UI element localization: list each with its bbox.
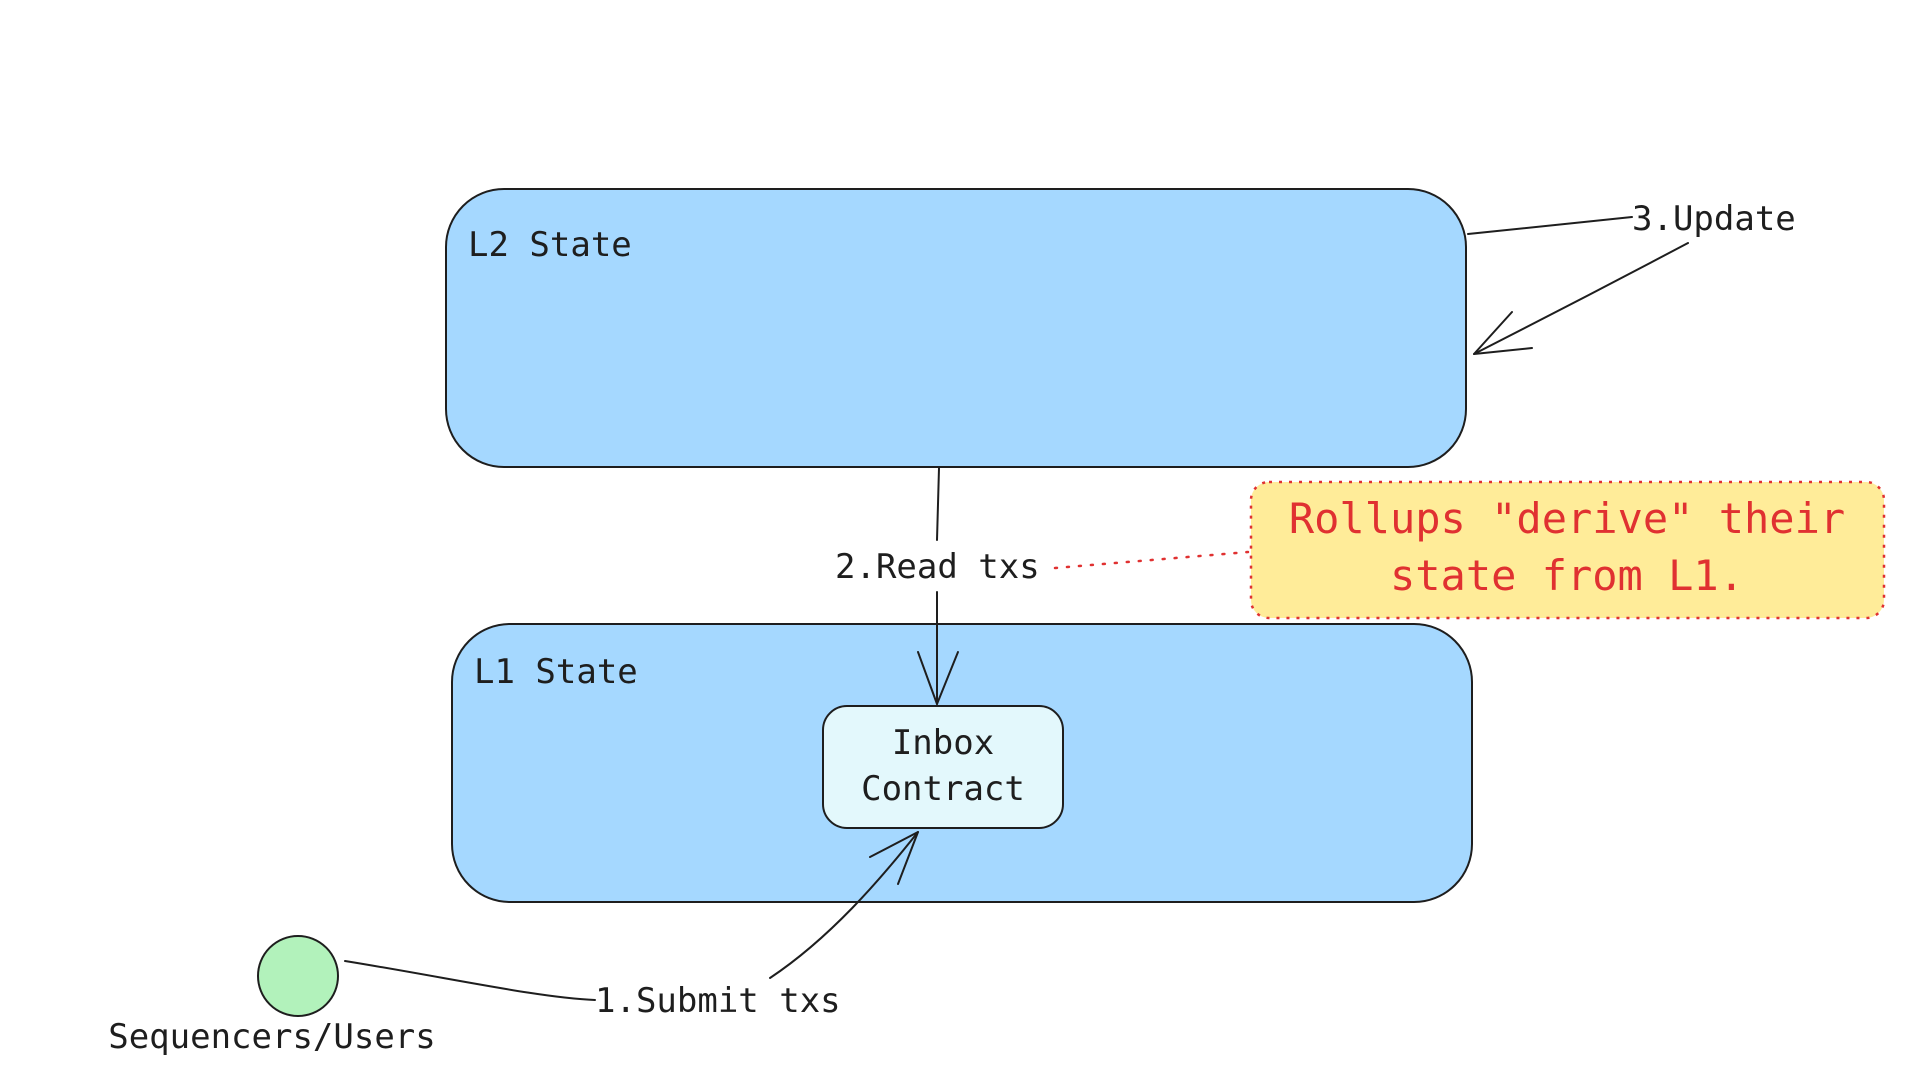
submit-arrow-line (344, 960, 596, 1001)
update-arrow-label: 3.Update (1632, 199, 1796, 239)
update-arrowhead (1473, 311, 1533, 355)
callout-note[interactable]: Rollups "derive" their state from L1. (1249, 480, 1886, 620)
inbox-contract-node[interactable]: Inbox Contract (822, 705, 1064, 829)
inbox-contract-label-line2: Contract (861, 769, 1025, 809)
read-txs-arrow[interactable]: 2.Read txs (835, 467, 1040, 705)
read-arrowhead (917, 651, 959, 705)
note-text-line2: state from L1. (1390, 551, 1744, 600)
sequencers-users-node[interactable]: Sequencers/Users (108, 935, 436, 1057)
l1-state-label: L1 State (474, 652, 638, 692)
update-arrow[interactable]: 3.Update (1467, 199, 1796, 355)
submit-arrow-label: 1.Submit txs (595, 981, 841, 1021)
note-text-line1: Rollups "derive" their (1289, 494, 1845, 543)
note-box (1249, 480, 1886, 620)
actor-circle (257, 935, 339, 1017)
read-arrow-line-top (936, 467, 940, 541)
note-connector (1053, 550, 1250, 570)
update-arrow-out (1467, 216, 1633, 235)
submit-txs-arrow[interactable]: 1.Submit txs (344, 831, 919, 1021)
read-arrow-label: 2.Read txs (835, 547, 1040, 587)
submit-arrow-curve (769, 831, 919, 979)
l2-state-node[interactable]: L2 State (445, 188, 1467, 468)
inbox-contract-box (822, 705, 1064, 829)
submit-arrowhead (869, 831, 919, 885)
l2-state-label: L2 State (468, 225, 632, 265)
update-arrow-in (1473, 242, 1689, 355)
l2-state-box (445, 188, 1467, 468)
inbox-contract-label-line1: Inbox (892, 723, 994, 763)
actor-label: Sequencers/Users (108, 1017, 436, 1057)
